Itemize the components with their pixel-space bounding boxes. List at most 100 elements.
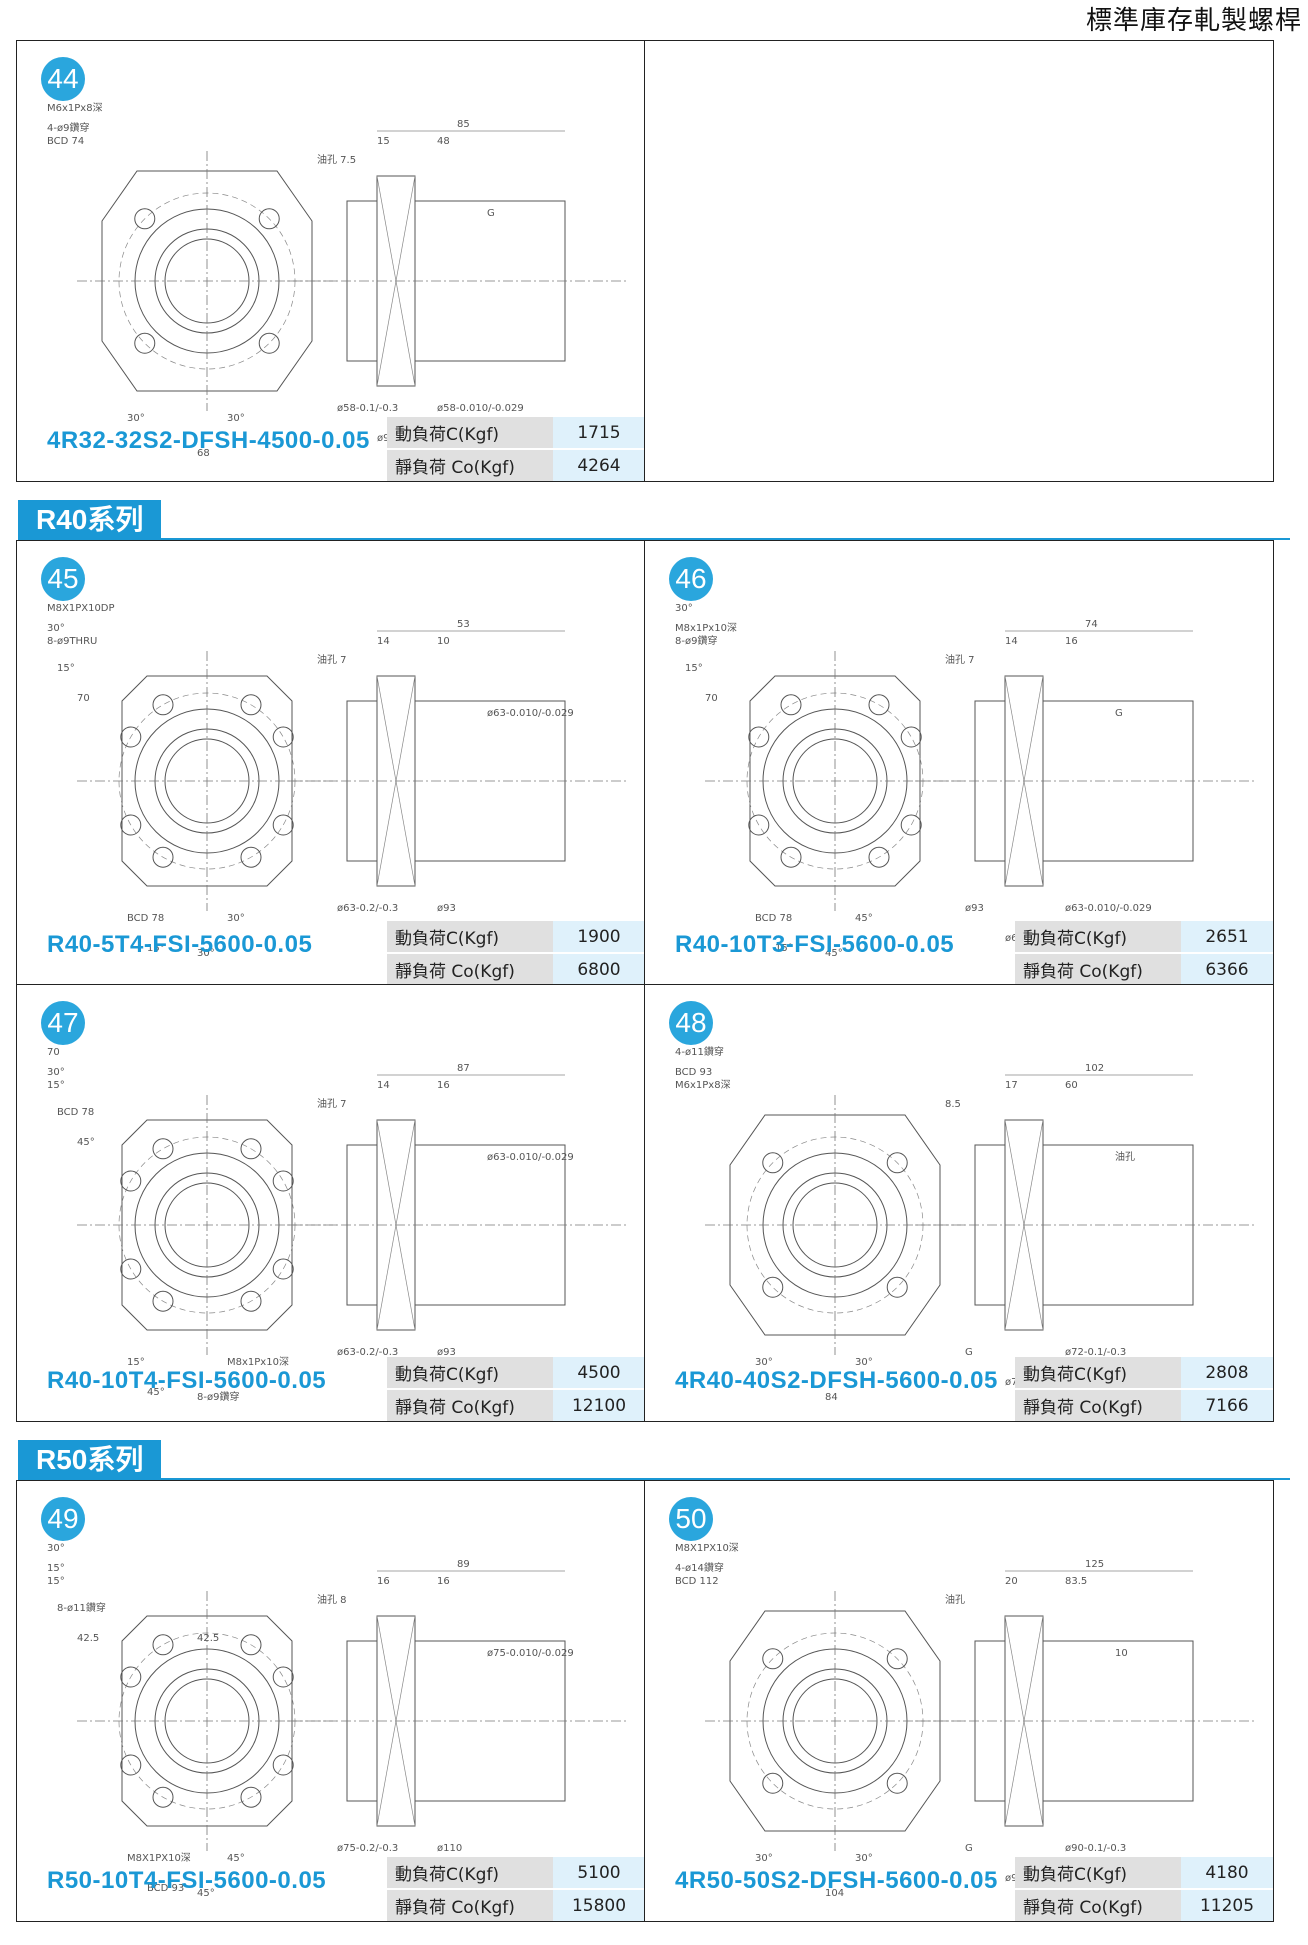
front-view-label: 30° (197, 948, 215, 959)
bolt-hole (121, 1667, 141, 1687)
bolt-hole (781, 695, 801, 715)
static-load-label: 靜負荷 Co(Kgf) (1015, 1389, 1181, 1421)
model-number: 4R50-50S2-DFSH-5600-0.05 (675, 1867, 998, 1894)
dynamic-load-value: 1715 (553, 417, 645, 450)
side-view-label: 83.5 (1065, 1576, 1087, 1587)
bolt-hole (241, 1291, 261, 1311)
bolt-hole (763, 1153, 783, 1173)
series-heading-r50: R50系列 (18, 1440, 162, 1480)
side-view-label: 油孔 7 (317, 653, 347, 666)
bolt-hole (273, 1259, 293, 1279)
static-load-label: 靜負荷 Co(Kgf) (387, 953, 553, 985)
bolt-hole (153, 1635, 173, 1655)
load-spec-table: 動負荷C(Kgf)2808 靜負荷 Co(Kgf)7166 (1015, 1357, 1273, 1421)
item-number-badge: 47 (41, 1001, 85, 1045)
static-load-label: 靜負荷 Co(Kgf) (387, 1389, 553, 1421)
bolt-hole (887, 1649, 907, 1669)
front-view-label: 15° (47, 1576, 65, 1587)
static-load-value: 6366 (1181, 953, 1273, 985)
bolt-hole (121, 815, 141, 835)
bolt-hole (121, 1259, 141, 1279)
side-view-label: ø93 (437, 903, 456, 914)
side-view-label: ø90-0.1/-0.3 (1065, 1843, 1126, 1854)
static-load-value: 6800 (553, 953, 645, 985)
bolt-hole (241, 1787, 261, 1807)
side-view-label: 油孔 7 (945, 653, 975, 666)
side-view-label: 20 (1005, 1576, 1018, 1587)
front-view-label: BCD 74 (47, 136, 84, 147)
side-view-label: 油孔 7.5 (317, 153, 356, 166)
front-view-label: 8-ø11鑽穿 (57, 1601, 106, 1614)
bolt-hole (273, 815, 293, 835)
bolt-hole (887, 1153, 907, 1173)
series-divider (18, 1478, 1290, 1480)
front-view-label: 30° (227, 913, 245, 924)
bolt-hole (153, 1139, 173, 1159)
side-view-label: 油孔 (1115, 1150, 1135, 1163)
bolt-hole (153, 1787, 173, 1807)
bolt-hole (273, 727, 293, 747)
bolt-hole (121, 1171, 141, 1191)
bolt-hole (121, 1755, 141, 1775)
bolt-hole (273, 1755, 293, 1775)
static-load-label: 靜負荷 Co(Kgf) (387, 1889, 553, 1921)
front-view-label: 30° (127, 413, 145, 424)
side-view-label: 87 (457, 1063, 470, 1074)
front-view-label: 30° (227, 413, 245, 424)
side-view-label: ø110 (437, 1843, 462, 1854)
dynamic-load-value: 4500 (553, 1357, 645, 1390)
front-view-label: M8X1PX10深 (675, 1542, 739, 1554)
front-view-label: 30° (47, 1543, 65, 1554)
side-view-label: 油孔 7 (317, 1097, 347, 1110)
front-view-label: 15° (685, 663, 703, 674)
load-spec-table: 動負荷C(Kgf)4180 靜負荷 Co(Kgf)11205 (1015, 1857, 1273, 1921)
flange-outline (730, 1115, 940, 1335)
front-view-label: 30° (47, 1067, 65, 1078)
front-view-label: 45° (227, 1853, 245, 1864)
item-number-badge: 50 (669, 1497, 713, 1541)
front-view-label: 15° (57, 663, 75, 674)
front-view-label: 70 (705, 693, 718, 704)
bolt-hole (241, 1635, 261, 1655)
front-view-label: 15° (775, 943, 793, 954)
front-view-label: 104 (825, 1888, 844, 1899)
side-view-label: 16 (437, 1576, 450, 1587)
front-view-label: 45° (855, 913, 873, 924)
front-view-label: 4-ø9鑽穿 (47, 121, 89, 134)
front-view-label: 30° (755, 1853, 773, 1864)
load-spec-table: 動負荷C(Kgf)5100 靜負荷 Co(Kgf)15800 (387, 1857, 645, 1921)
side-view-label: ø63-0.010/-0.029 (1065, 903, 1152, 914)
bolt-hole (763, 1277, 783, 1297)
page-header-title: 標準庫存軋製螺桿 (1085, 6, 1302, 36)
bolt-hole (241, 695, 261, 715)
side-view-label: 油孔 (945, 1593, 965, 1606)
dynamic-load-value: 2808 (1181, 1357, 1273, 1390)
bolt-hole (763, 1649, 783, 1669)
dynamic-load-label: 動負荷C(Kgf) (1015, 921, 1181, 954)
flange-outline (750, 676, 920, 886)
model-number: 4R32-32S2-DFSH-4500-0.05 (47, 427, 370, 454)
front-view-label: 30° (855, 1357, 873, 1368)
side-view-label: ø58-0.1/-0.3 (337, 403, 398, 414)
front-view-label: 45° (825, 948, 843, 959)
flange-outline (122, 1616, 292, 1826)
bolt-hole (259, 209, 279, 229)
bolt-hole (869, 695, 889, 715)
load-spec-table: 動負荷C(Kgf)2651 靜負荷 Co(Kgf)6366 (1015, 921, 1273, 985)
static-load-value: 15800 (553, 1889, 645, 1921)
side-view-label: ø72-0.1/-0.3 (1065, 1347, 1126, 1358)
front-view-label: M8x1Px10深 (675, 622, 737, 634)
item-number-badge: 44 (41, 57, 85, 101)
side-view-label: 16 (377, 1576, 390, 1587)
front-view-label: BCD 112 (675, 1576, 719, 1587)
dynamic-load-label: 動負荷C(Kgf) (387, 1357, 553, 1390)
bolt-hole (749, 727, 769, 747)
